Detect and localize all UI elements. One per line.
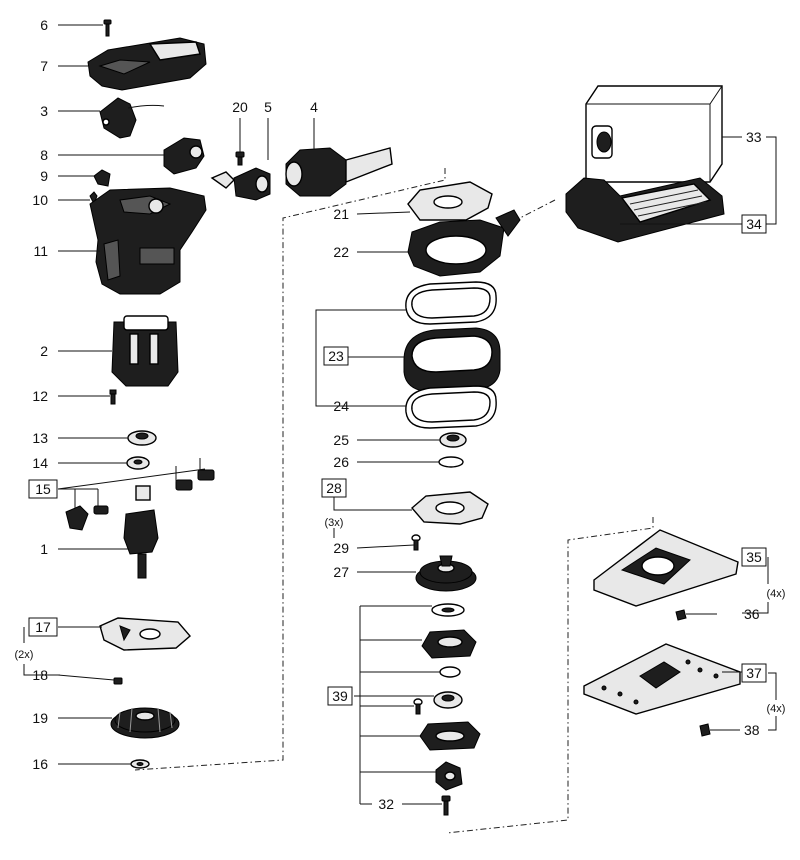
part-38-screw xyxy=(699,723,711,737)
part-18-screw xyxy=(113,677,123,685)
callout-34: 34 xyxy=(746,216,762,232)
part-20-screw xyxy=(235,151,245,166)
part-3-switch xyxy=(99,97,165,139)
callout-13: 13 xyxy=(32,430,48,446)
callout-19: 19 xyxy=(32,710,48,726)
part-28-plate xyxy=(411,491,489,525)
callout-36: 36 xyxy=(744,606,760,622)
part-9-clip xyxy=(93,169,111,187)
part-25-bearing xyxy=(439,432,467,448)
callout-5: 5 xyxy=(264,99,272,115)
callout-24: 24 xyxy=(333,398,349,414)
callout-38: 38 xyxy=(744,722,760,738)
part-27-fan xyxy=(415,555,477,592)
part-22-housing-ring xyxy=(407,209,521,277)
callout-37: 37 xyxy=(746,665,762,681)
callout-29: 29 xyxy=(333,540,349,556)
part-39-flange xyxy=(419,721,481,751)
part-5-gear-assembly xyxy=(210,167,271,201)
part-15-carbon-brushes xyxy=(65,458,215,531)
part-17-plate xyxy=(99,617,191,651)
callout-3: 3 xyxy=(40,103,48,119)
callout-32: 32 xyxy=(378,796,394,812)
callout-17: 17 xyxy=(35,619,51,635)
part-39-bearing xyxy=(413,691,463,715)
quantity-4x-b: (4x) xyxy=(767,703,786,715)
callout-2: 2 xyxy=(40,343,48,359)
quantity-2x: (2x) xyxy=(15,649,34,661)
part-14-washer xyxy=(126,456,150,470)
callout-9: 9 xyxy=(40,168,48,184)
part-2-stator xyxy=(111,315,179,387)
part-39-ring xyxy=(439,666,461,678)
assembly-dash-lines xyxy=(134,168,654,834)
callout-35: 35 xyxy=(746,549,762,565)
callout-27: 27 xyxy=(333,564,349,580)
part-11-motor-housing xyxy=(89,187,207,295)
part-23-seal-middle xyxy=(403,327,501,393)
part-23-seal-top xyxy=(405,281,497,325)
callout-25: 25 xyxy=(333,432,349,448)
part-32-screw xyxy=(441,795,451,816)
quantity-4x-a: (4x) xyxy=(767,588,786,600)
part-7-top-cover xyxy=(87,37,207,91)
part-39-bearing-cap xyxy=(421,629,477,659)
callout-16: 16 xyxy=(32,756,48,772)
part-6-screw xyxy=(103,19,112,37)
part-29-pin xyxy=(411,534,421,551)
part-8-switch-housing xyxy=(163,137,205,175)
label-boxes xyxy=(28,214,767,706)
part-33-dust-bag xyxy=(585,85,723,183)
leader-lines xyxy=(23,24,777,805)
callout-11: 11 xyxy=(33,243,48,259)
part-12-screw xyxy=(109,389,117,405)
callout-10: 10 xyxy=(32,192,48,208)
part-1-armature xyxy=(123,485,159,579)
part-4-cable xyxy=(285,147,393,197)
part-13-bearing xyxy=(127,430,157,446)
part-26-ring xyxy=(438,456,464,468)
part-35-sanding-pad-hard xyxy=(593,529,739,607)
callout-22: 22 xyxy=(333,244,349,260)
part-21-base-plate xyxy=(407,181,493,221)
callout-6: 6 xyxy=(40,17,48,33)
part-39-eccentric xyxy=(435,761,463,791)
callout-18: 18 xyxy=(32,667,48,683)
part-36-screw xyxy=(675,609,687,621)
callout-4: 4 xyxy=(310,99,318,115)
callout-labels: 6 7 3 8 9 10 11 20 5 4 2 12 13 14 15 1 1… xyxy=(15,17,786,812)
callout-33: 33 xyxy=(746,129,762,145)
callout-14: 14 xyxy=(32,455,48,471)
part-19-fan xyxy=(110,707,180,739)
callout-28: 28 xyxy=(326,480,342,496)
callout-21: 21 xyxy=(333,206,349,222)
callout-8: 8 xyxy=(40,147,48,163)
part-39-washer xyxy=(431,603,465,617)
quantity-3x: (3x) xyxy=(325,517,344,529)
callout-39: 39 xyxy=(332,688,348,704)
callout-1: 1 xyxy=(40,541,48,557)
part-34-dust-box-base xyxy=(565,177,725,243)
callout-7: 7 xyxy=(40,58,48,74)
part-37-sanding-pad xyxy=(583,643,741,715)
callout-15: 15 xyxy=(35,481,51,497)
callout-26: 26 xyxy=(333,454,349,470)
callout-23: 23 xyxy=(328,348,344,364)
part-10-pin xyxy=(89,191,98,206)
part-24-seal-bottom xyxy=(405,385,497,429)
callout-12: 12 xyxy=(32,388,48,404)
callout-20: 20 xyxy=(232,99,248,115)
part-16-washer xyxy=(130,759,150,769)
